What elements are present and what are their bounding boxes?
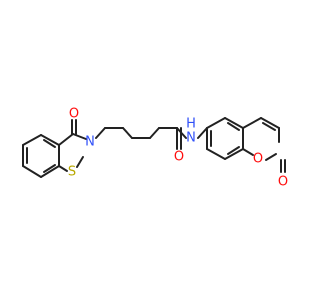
atom-label-o: O — [174, 150, 184, 165]
bond — [262, 122, 276, 131]
bond — [197, 127, 208, 139]
bond — [227, 122, 240, 131]
atom-label-h: H — [186, 117, 196, 132]
bond — [43, 139, 56, 148]
bond — [242, 117, 262, 129]
bond — [224, 117, 244, 129]
bond — [265, 153, 277, 161]
benzisothiazolone-fragment — [22, 119, 87, 178]
bond — [149, 127, 160, 139]
bond — [242, 148, 254, 156]
bond — [260, 117, 280, 129]
bond — [206, 117, 226, 129]
bond — [40, 134, 60, 146]
bond — [122, 127, 133, 139]
atom-label-s: S — [68, 165, 76, 180]
bond — [95, 127, 106, 139]
atom-label-o: O — [253, 152, 263, 167]
bond — [40, 165, 60, 178]
atom-label-o: O — [278, 175, 288, 190]
bond — [58, 165, 68, 172]
hexanamide-chain — [95, 127, 187, 150]
bond — [227, 146, 240, 155]
atom-label-n: N — [186, 131, 196, 146]
bond — [58, 133, 74, 146]
atom-label-o: O — [69, 107, 79, 122]
coumarin-fragment — [197, 117, 286, 173]
molecule-overlay: O N S O N H O O — [22, 107, 288, 190]
bond — [43, 164, 56, 173]
bond — [22, 134, 42, 146]
bond — [76, 156, 84, 168]
atom-label-n: N — [85, 135, 95, 150]
atom-labels: O N S O N H O O — [68, 107, 288, 190]
bond — [72, 133, 87, 140]
bond — [22, 165, 42, 178]
bond — [206, 148, 226, 160]
bond — [224, 148, 244, 160]
